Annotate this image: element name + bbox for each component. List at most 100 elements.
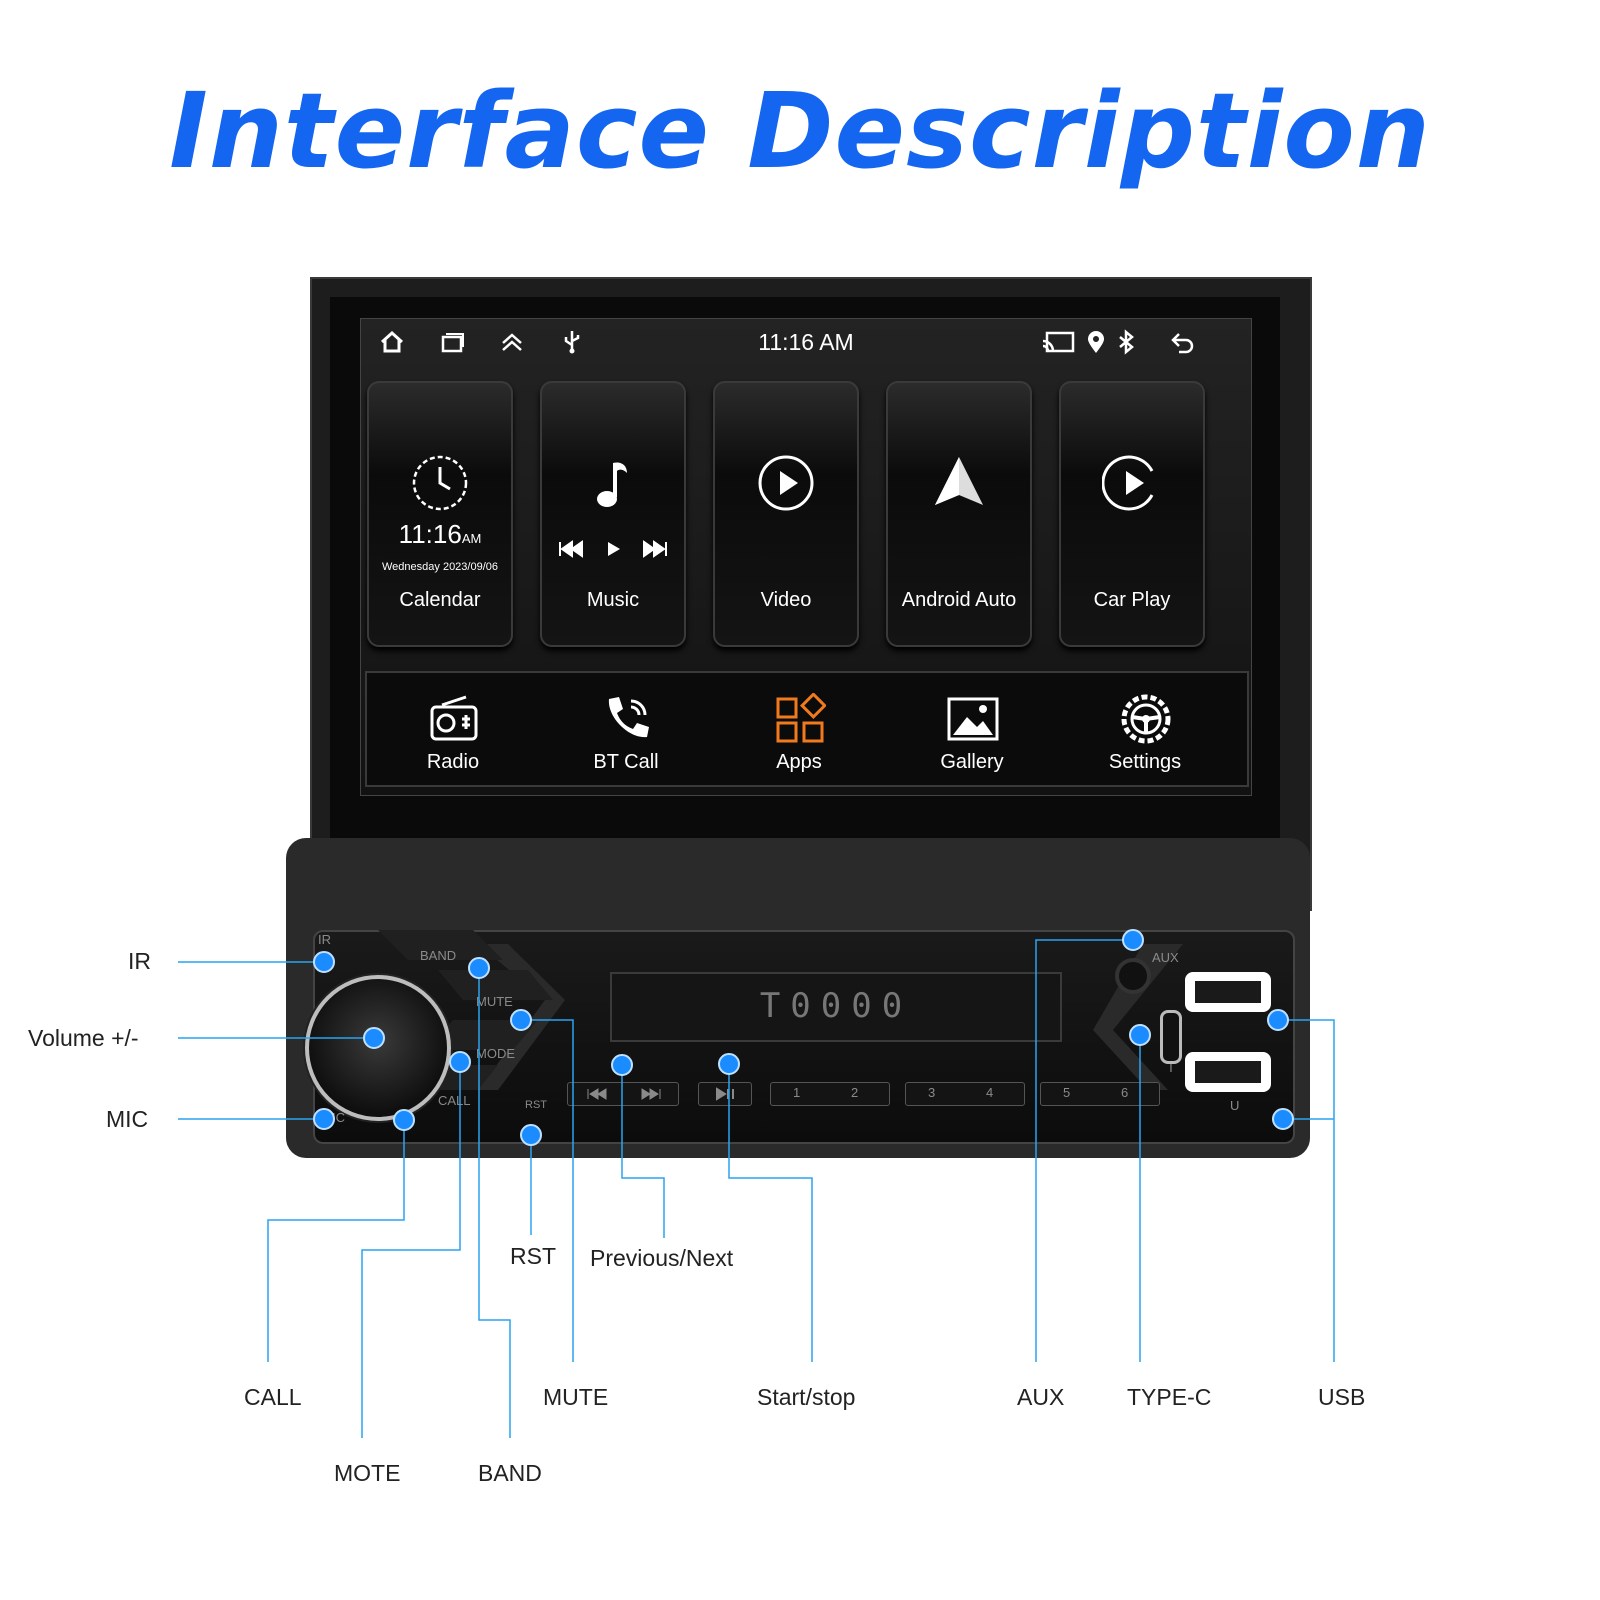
preset-1: 1: [793, 1085, 801, 1100]
dock-label: BT Call: [593, 751, 659, 773]
dock-label: Gallery: [940, 751, 1004, 773]
phone-icon: [608, 697, 649, 738]
aux-label: AUX: [1152, 950, 1179, 965]
callout-dot-mute: [510, 1009, 532, 1031]
dock-label: Radio: [426, 751, 480, 773]
collapse-icon[interactable]: [499, 329, 525, 355]
callout-start-stop: Start/stop: [757, 1384, 856, 1410]
faceplate-bevels: [378, 930, 1183, 1090]
dock-label: Settings: [1108, 751, 1182, 773]
apps-grid-icon: [776, 693, 826, 743]
callout-volume: Volume +/-: [28, 1025, 139, 1051]
preset-2: 2: [851, 1085, 859, 1100]
call-button[interactable]: CALL: [438, 1093, 471, 1108]
mode-button[interactable]: MODE: [476, 1046, 515, 1061]
rst-button[interactable]: RST: [525, 1099, 547, 1111]
callout-aux: AUX: [1017, 1384, 1065, 1410]
callout-mic: MIC: [106, 1106, 149, 1132]
steering-wheel-icon: [1121, 694, 1171, 744]
usb-label: U: [1230, 1098, 1240, 1113]
callout-type-c: TYPE-C: [1127, 1384, 1212, 1410]
callout-usb: USB: [1318, 1384, 1366, 1410]
band-button[interactable]: BAND: [420, 948, 457, 963]
clock-icon: [412, 455, 468, 511]
type-c-port[interactable]: [1160, 1010, 1182, 1064]
preset-4: 4: [986, 1085, 994, 1100]
usb-icon: [564, 331, 580, 354]
mic-label: IC: [332, 1110, 345, 1125]
start-stop-button[interactable]: [698, 1082, 752, 1106]
callout-dot-aux: [1122, 929, 1144, 951]
callout-rst: RST: [510, 1243, 556, 1269]
dock-item-gallery[interactable]: Gallery: [887, 693, 1057, 783]
tile-label: Calendar: [399, 589, 481, 611]
tile-video[interactable]: Video: [713, 381, 859, 647]
page-title: Interface Description: [169, 70, 1431, 192]
callout-dot-usb-1: [1267, 1009, 1289, 1031]
dock-item-radio[interactable]: Radio: [368, 693, 538, 783]
callout-dot-start-stop: [718, 1053, 740, 1075]
callout-dot-band: [468, 957, 490, 979]
lcd-display: T0000: [610, 972, 1062, 1042]
dock-item-apps[interactable]: Apps: [714, 693, 884, 783]
prev-next-button[interactable]: [567, 1082, 679, 1106]
callout-dot-mote: [449, 1051, 471, 1073]
navigation-arrow-icon: [935, 457, 983, 505]
play-circle-icon: [758, 455, 814, 511]
usb-port-1[interactable]: [1185, 972, 1271, 1012]
cast-icon[interactable]: [1041, 329, 1075, 355]
callout-mote: MOTE: [334, 1460, 401, 1486]
tile-android-auto[interactable]: Android Auto: [886, 381, 1032, 647]
location-icon: [1088, 331, 1104, 353]
callout-ir: IR: [128, 948, 151, 974]
preset-5: 5: [1063, 1085, 1071, 1100]
callout-dot-ir: [313, 951, 335, 973]
prev-next-icon: [587, 1088, 661, 1100]
callout-prev-next: Previous/Next: [590, 1245, 734, 1271]
home-icon[interactable]: [379, 329, 405, 355]
bluetooth-icon: [1119, 329, 1134, 355]
callout-dot-prev-next: [611, 1054, 633, 1076]
aux-port[interactable]: [1115, 958, 1151, 994]
callout-call: CALL: [244, 1384, 302, 1410]
app-dock: Radio BT Call Apps Gallery Settings: [365, 671, 1249, 787]
usb-port-2[interactable]: [1185, 1052, 1271, 1092]
callout-dot-volume: [363, 1027, 385, 1049]
status-bar: 11:16 AM: [361, 319, 1251, 363]
callout-dot-rst: [520, 1124, 542, 1146]
callout-dot-usb-2: [1272, 1108, 1294, 1130]
preset-6: 6: [1121, 1085, 1129, 1100]
tile-label: Android Auto: [901, 589, 1017, 611]
ir-label: IR: [318, 932, 331, 947]
dock-item-bt-call[interactable]: BT Call: [541, 693, 711, 783]
callout-dot-mic: [313, 1108, 335, 1130]
type-c-label: T: [1167, 1060, 1175, 1075]
status-time: 11:16 AM: [758, 329, 854, 355]
play-pause-icon: [716, 1087, 734, 1101]
calendar-ampm: AM: [461, 531, 482, 546]
media-controls-icon: [559, 540, 667, 558]
tile-label: Car Play: [1093, 589, 1171, 611]
music-note-icon: [597, 462, 627, 507]
play-circle-icon: [1102, 455, 1154, 511]
lcd-text: T0000: [759, 986, 913, 1026]
recent-apps-icon[interactable]: [439, 329, 465, 355]
calendar-time: 11:16: [398, 519, 462, 549]
radio-icon: [430, 695, 478, 741]
preset-3: 3: [928, 1085, 936, 1100]
mute-button[interactable]: MUTE: [476, 994, 513, 1009]
back-icon[interactable]: [1169, 329, 1195, 355]
tile-music[interactable]: Music: [540, 381, 686, 647]
tile-calendar[interactable]: 11:16AM Wednesday 2023/09/06 Calendar: [367, 381, 513, 647]
callout-band: BAND: [478, 1460, 542, 1486]
tile-car-play[interactable]: Car Play: [1059, 381, 1205, 647]
gallery-icon: [947, 697, 999, 741]
callout-dot-type-c: [1129, 1024, 1151, 1046]
volume-knob[interactable]: [305, 975, 451, 1121]
tile-label: Video: [760, 589, 812, 611]
dock-item-settings[interactable]: Settings: [1060, 693, 1230, 783]
tile-label: Music: [586, 589, 640, 611]
